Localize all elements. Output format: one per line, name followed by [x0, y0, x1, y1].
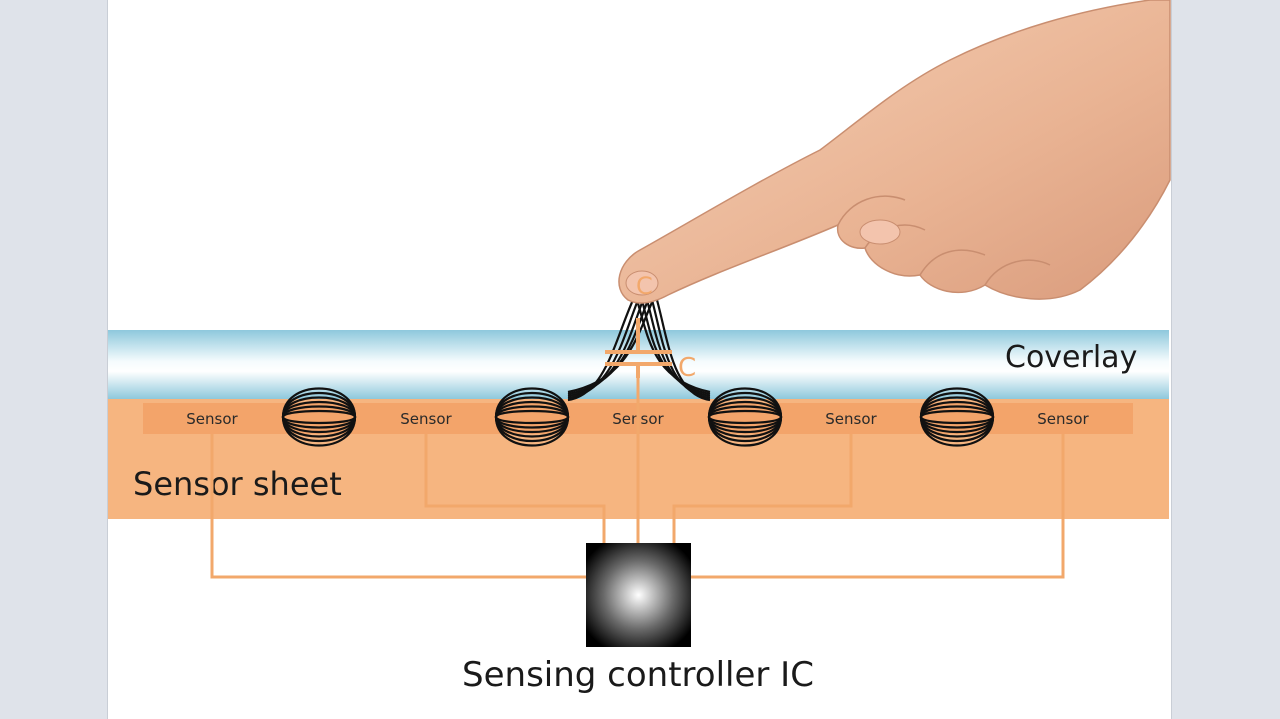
capacitance-label-finger: C [636, 272, 653, 300]
sensor-label-1: Sensor [186, 410, 238, 428]
sensor-label-5: Sensor [1037, 410, 1089, 428]
hand-pointing-icon [619, 0, 1170, 303]
controller-label: Sensing controller IC [462, 655, 814, 695]
capacitance-label-center: C [678, 353, 696, 383]
sensor-label-4: Sensor [825, 410, 877, 428]
chip-icon [586, 543, 691, 647]
sensor-sheet-label: Sensor sheet [133, 465, 342, 503]
sensor-label-2: Sensor [400, 410, 452, 428]
coverlay-label: Coverlay [1005, 340, 1137, 375]
